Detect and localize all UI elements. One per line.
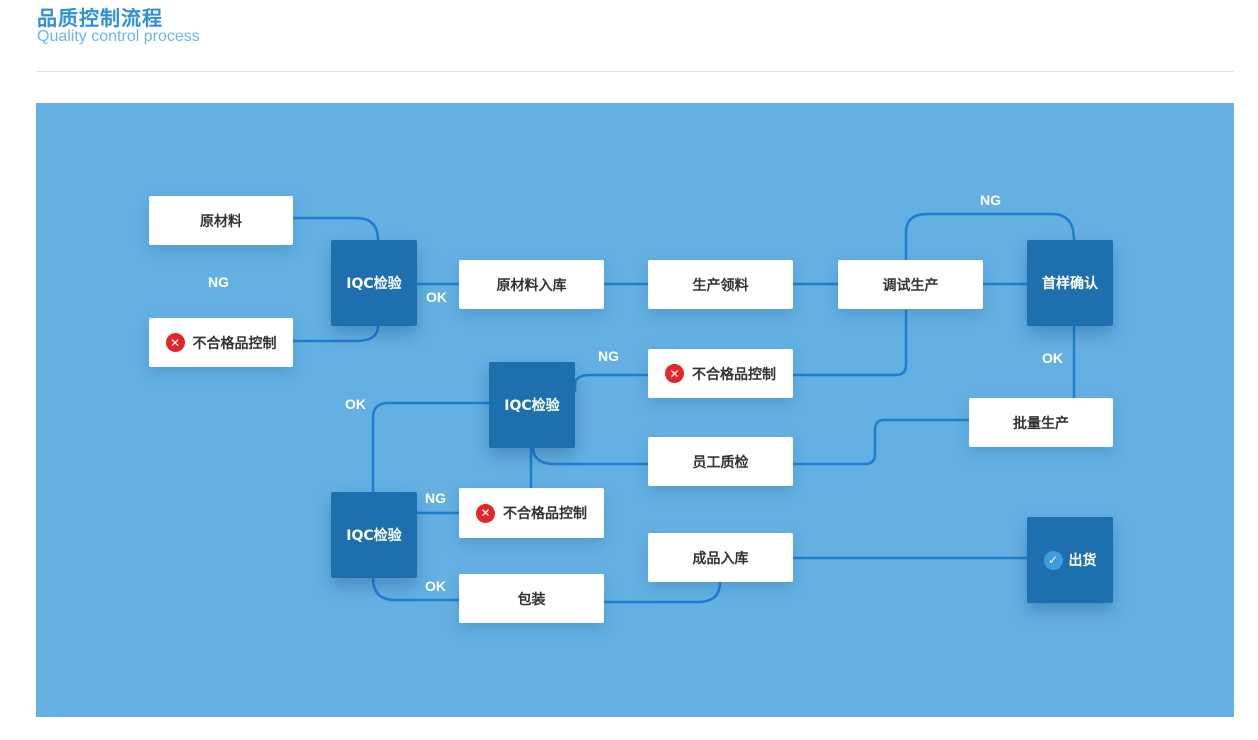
node-label: 不合格品控制 (192, 335, 277, 352)
edge-label-ok: OK (1042, 350, 1063, 366)
edge-label-ng: NG (598, 348, 619, 364)
node-staff-quality-check: 员工质检 (648, 437, 793, 486)
edge-label-ok: OK (426, 289, 447, 305)
header-divider (36, 71, 1234, 72)
x-circle-icon: ✕ (476, 503, 495, 523)
node-raw-material: 原材料 (149, 196, 293, 245)
edge-label-ng: NG (425, 490, 446, 506)
node-iqc-inspection-3: IQC检验 (331, 492, 417, 578)
edge-debug-to-unqualified2 (793, 310, 908, 377)
edge-iqc2-to-iqc3 (371, 401, 489, 492)
node-label: 出货 (1068, 553, 1097, 569)
x-circle-icon: ✕ (665, 364, 684, 383)
node-first-article-confirm: 首样确认 (1027, 240, 1113, 326)
edge-mass-to-staffqc (793, 418, 969, 466)
edge-iqc2-to-unqualified2 (573, 373, 648, 392)
node-label: 不合格品控制 (503, 506, 587, 522)
node-iqc-inspection-1: IQC检验 (331, 240, 417, 326)
node-production-picking: 生产领料 (648, 260, 793, 309)
edge-raw-to-iqc1 (293, 216, 380, 241)
edge-iqc3-to-packaging (371, 577, 459, 602)
edge-label-ok: OK (345, 396, 366, 412)
edge-staffqc-to-iqc2 (531, 446, 648, 466)
node-unqualified-control-3: ✕ 不合格品控制 (459, 488, 604, 538)
node-finished-goods-storage: 成品入库 (648, 533, 793, 582)
page-subtitle: Quality control process (37, 28, 200, 45)
node-unqualified-control-2: ✕ 不合格品控制 (648, 349, 793, 398)
node-mass-production: 批量生产 (969, 398, 1113, 447)
edge-packaging-to-finished (604, 581, 722, 604)
edge-label-ng: NG (208, 274, 229, 290)
node-packaging: 包装 (459, 574, 604, 623)
page-title: 品质控制流程 (37, 6, 163, 30)
node-unqualified-control-1: ✕ 不合格品控制 (149, 318, 293, 367)
edge-debug-first-ng (904, 212, 1076, 260)
edge-label-ng: NG (980, 192, 1001, 208)
node-label: 不合格品控制 (692, 366, 776, 383)
node-debug-production: 调试生产 (838, 260, 983, 309)
node-shipping: ✓ 出货 (1027, 517, 1113, 603)
edge-iqc1-to-unqualified1 (293, 325, 380, 343)
node-iqc-inspection-2: IQC检验 (489, 362, 575, 448)
x-circle-icon: ✕ (165, 333, 185, 352)
edge-label-ok: OK (425, 578, 446, 594)
node-raw-material-storage: 原材料入库 (459, 260, 604, 309)
check-circle-icon: ✓ (1043, 550, 1063, 570)
